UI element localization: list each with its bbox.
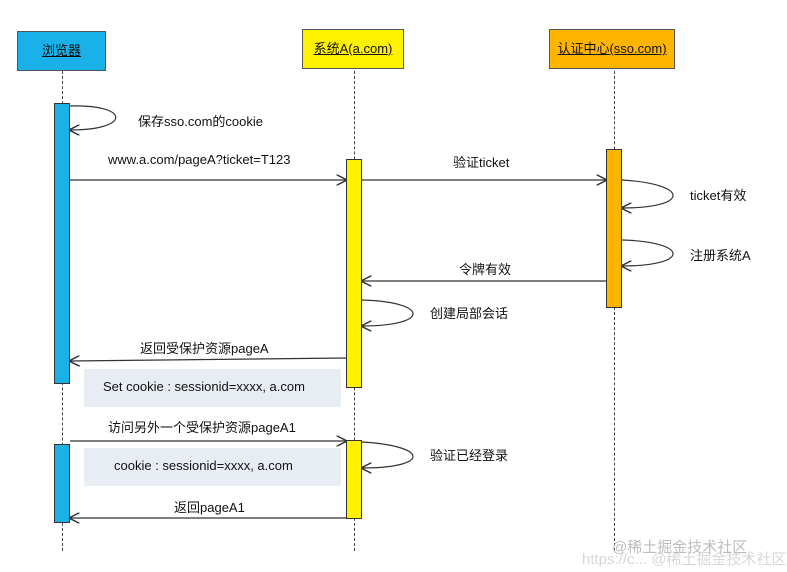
watermark-line-2: https://c... @稀土掘金技术社区 [582, 551, 787, 568]
self-arrow-save-cookie [70, 105, 117, 130]
label-ticket-valid: ticket有效 [690, 188, 747, 203]
activation-system-a-2 [346, 440, 362, 519]
note-set-cookie: Set cookie : sessionid=xxxx, a.com [84, 369, 341, 407]
label-register-system: 注册系统A [690, 248, 751, 263]
label-return-page: 返回受保护资源pageA [140, 341, 269, 356]
label-verify-ticket: 验证ticket [453, 155, 510, 170]
label-create-session: 创建局部会话 [430, 306, 509, 321]
actor-system-a: 系统A(a.com) [302, 29, 404, 69]
arrow-return-page [70, 358, 347, 361]
watermark-line-1: @稀土掘金技术社区 [612, 539, 748, 556]
lifeline-sso [614, 71, 615, 551]
label-save-cookie: 保存sso.com的cookie [138, 114, 263, 129]
self-arrow-ticket-valid [622, 179, 674, 208]
label-visit-other: 访问另外一个受保护资源pageA1 [108, 420, 296, 435]
label-verify-logged-in: 验证已经登录 [430, 448, 509, 463]
label-request-page-ticket: www.a.com/pageA?ticket=T123 [108, 152, 291, 167]
activation-sso [606, 149, 622, 308]
activation-browser-2 [54, 444, 70, 523]
activation-browser-1 [54, 103, 70, 384]
actor-sso: 认证中心(sso.com) [549, 29, 675, 69]
self-arrow-register [622, 239, 674, 266]
self-arrow-verify-logged-in [362, 441, 414, 468]
self-arrow-create-session [362, 299, 414, 326]
note-cookie: cookie : sessionid=xxxx, a.com [84, 448, 341, 486]
activation-system-a-1 [346, 159, 362, 388]
actor-browser: 浏览器 [17, 31, 106, 71]
label-return-page-a1: 返回pageA1 [174, 500, 245, 515]
label-token-valid: 令牌有效 [459, 262, 512, 277]
